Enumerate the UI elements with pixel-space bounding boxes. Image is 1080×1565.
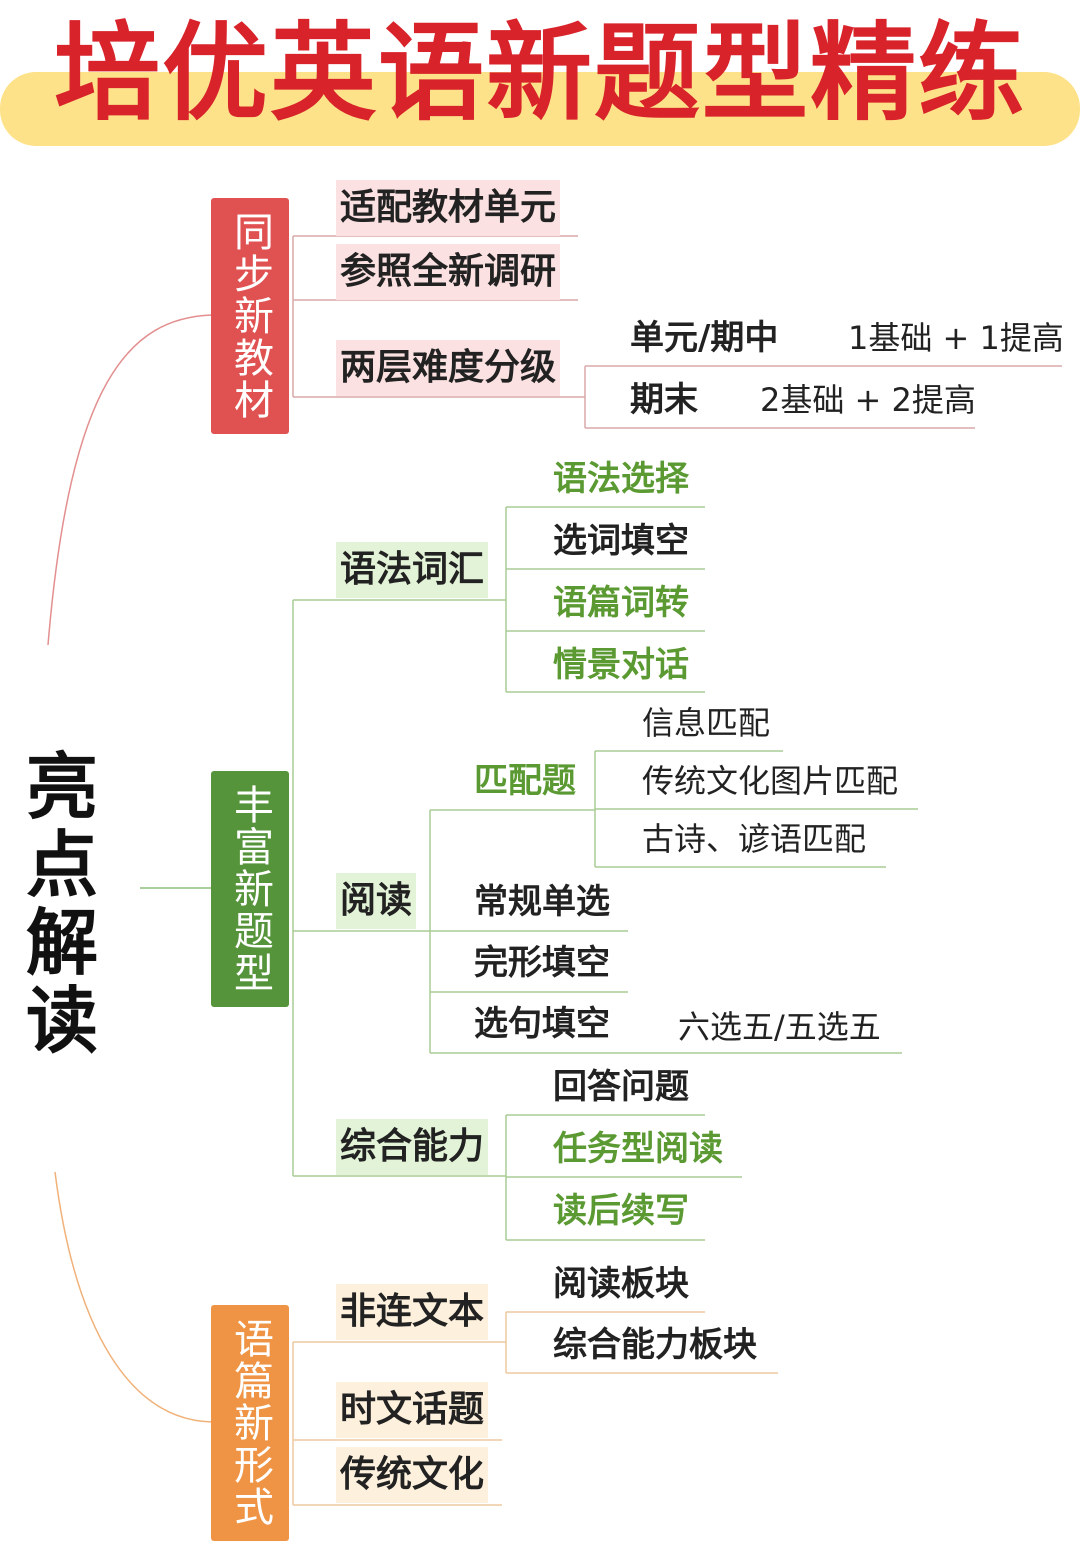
- node-answer-questions: 回答问题: [553, 1067, 689, 1107]
- node-comprehensive-section: 综合能力板块: [553, 1325, 757, 1365]
- node-grammar-choice: 语法选择: [553, 459, 689, 499]
- node-info-matching: 信息匹配: [642, 704, 771, 742]
- node-matching: 匹配题: [474, 761, 576, 801]
- node-grammar-vocab: 语法词汇: [336, 542, 489, 598]
- node-current-topics: 时文话题: [336, 1382, 489, 1438]
- node-new-research: 参照全新调研: [336, 244, 561, 300]
- node-unit-midterm: 单元/期中: [630, 318, 779, 358]
- node-continuation-writing: 读后续写: [553, 1191, 689, 1231]
- note-final: 2基础 + 2提高: [760, 381, 976, 419]
- node-reading: 阅读: [336, 873, 417, 929]
- root-node: 亮点解读: [25, 745, 98, 1063]
- node-textbook-unit: 适配教材单元: [336, 180, 561, 236]
- branch-new-question-types: 丰富新题型: [211, 771, 289, 1007]
- branch-new-discourse-forms-label: 语篇新形式: [227, 1318, 273, 1528]
- node-difficulty-levels: 两层难度分级: [336, 340, 561, 396]
- node-reading-section: 阅读板块: [553, 1264, 689, 1304]
- node-final: 期末: [630, 380, 698, 420]
- branch-new-discourse-forms: 语篇新形式: [211, 1305, 289, 1541]
- node-cloze: 完形填空: [474, 943, 610, 983]
- note-sentence-fill: 六选五/五选五: [678, 1008, 881, 1046]
- node-culture-picture-matching: 传统文化图片匹配: [642, 762, 899, 800]
- node-poem-proverb-matching: 古诗、谚语匹配: [642, 820, 867, 858]
- branch-sync-textbook: 同步新教材: [211, 198, 289, 434]
- node-traditional-culture: 传统文化: [336, 1447, 489, 1503]
- branch-new-question-types-label: 丰富新题型: [227, 784, 273, 994]
- title-highlight-band: [0, 72, 1080, 146]
- node-noncontinuous-text: 非连文本: [336, 1284, 489, 1340]
- page-title: 培优英语新题型精练: [54, 12, 1026, 135]
- node-situational-dialogue: 情景对话: [553, 645, 689, 685]
- node-word-transform: 语篇词转: [553, 583, 689, 623]
- node-task-reading: 任务型阅读: [553, 1129, 723, 1169]
- node-comprehensive: 综合能力: [336, 1119, 489, 1175]
- node-word-fill: 选词填空: [553, 521, 689, 561]
- branch-sync-textbook-label: 同步新教材: [227, 211, 273, 421]
- node-regular-choice: 常规单选: [474, 882, 610, 922]
- note-unit-midterm: 1基础 + 1提高: [848, 319, 1064, 357]
- node-sentence-fill: 选句填空: [474, 1004, 610, 1044]
